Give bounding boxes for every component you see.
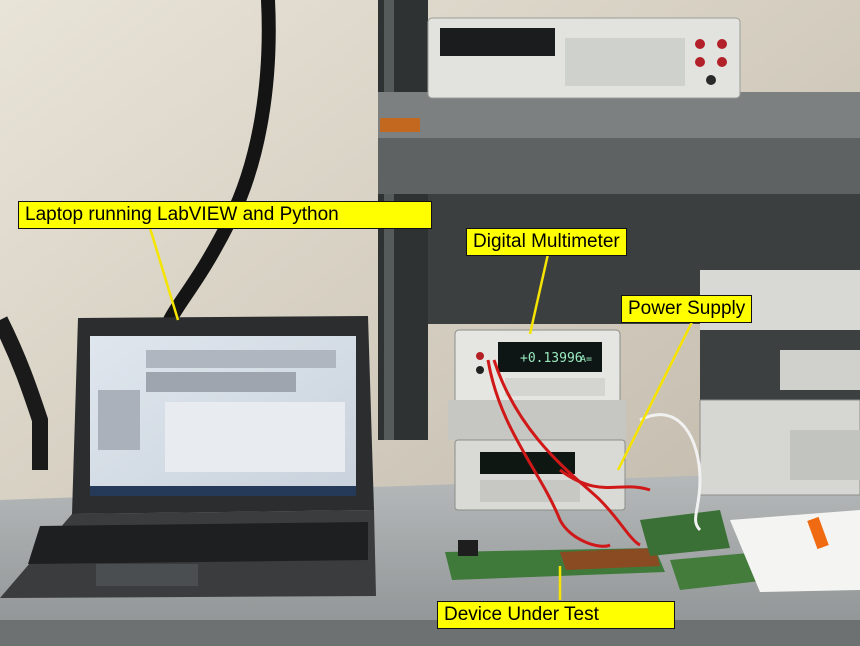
paper-sheets bbox=[730, 510, 860, 592]
leader-lines bbox=[148, 227, 694, 600]
power-supply bbox=[454, 439, 626, 511]
dmm-unit: A= bbox=[580, 354, 592, 365]
dut-board bbox=[445, 510, 770, 590]
dmm-reading: +0.13996 bbox=[520, 351, 583, 366]
laptop bbox=[0, 316, 376, 598]
shelf-rack bbox=[378, 0, 860, 440]
white-cable bbox=[639, 413, 702, 532]
callout-multimeter: Digital Multimeter bbox=[466, 228, 627, 256]
probe-wires bbox=[486, 359, 651, 548]
flex-conduit-left bbox=[0, 316, 48, 470]
orange-marker bbox=[807, 516, 829, 550]
callout-power-supply: Power Supply bbox=[621, 295, 753, 323]
callout-laptop: Laptop running LabVIEW and Python bbox=[18, 201, 432, 229]
top-instrument bbox=[427, 17, 741, 99]
digital-multimeter: +0.13996 A= bbox=[448, 329, 626, 440]
callout-device-under-test: Device Under Test bbox=[437, 601, 675, 629]
